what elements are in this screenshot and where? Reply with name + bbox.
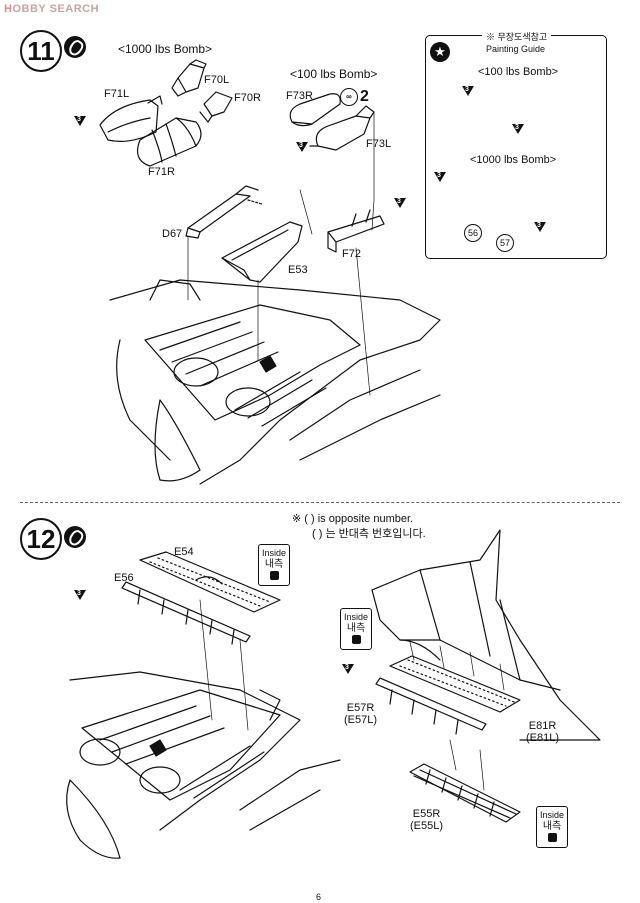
color-marker-icon: 3 <box>462 86 474 96</box>
label-e55: E55R(E55L) <box>410 808 444 832</box>
part-f70r-drawing <box>199 91 233 123</box>
part-e57r-drawing <box>375 677 487 735</box>
label-f72: F72 <box>342 248 361 260</box>
step12-right-wing-drawing <box>371 529 601 741</box>
star-icon: ★ <box>430 42 450 62</box>
inside-marker-icon <box>351 635 361 644</box>
opposite-number-note-ko: ( ) 는 반대측 번호입니다. <box>312 528 426 540</box>
part-e54-drawing <box>139 551 281 613</box>
color-marker-icon: 3 <box>296 142 308 152</box>
part-e81r-drawing <box>389 655 521 713</box>
part-e55r-drawing <box>409 763 521 823</box>
part-e56-drawing <box>121 581 251 645</box>
color-marker-icon: 3 <box>394 198 406 208</box>
label-d67: D67 <box>162 228 183 240</box>
label-f71r: F71R <box>148 166 175 178</box>
glue-icon <box>64 36 86 58</box>
painting-guide-1000lb-title: <1000 lbs Bomb> <box>470 154 557 166</box>
step11-guide-lines <box>187 111 375 396</box>
label-f73l: F73L <box>366 138 392 150</box>
step12-left-wing-drawing <box>66 671 341 859</box>
quantity-label: 2 <box>360 88 369 105</box>
step11-100lb-title: <100 lbs Bomb> <box>290 67 378 81</box>
part-f73r-drawing <box>289 93 341 127</box>
step12-right-guide-lines <box>409 641 505 791</box>
color-marker-icon: 3 <box>74 116 86 126</box>
step12-left-guide-lines <box>199 599 249 731</box>
color-marker-icon: 3 <box>512 124 524 134</box>
step-12-number: 12 <box>20 518 62 560</box>
color-code-57: 57 <box>496 234 514 252</box>
part-d67-drawing <box>185 185 263 239</box>
part-f73l-drawing <box>309 105 375 151</box>
page-number: 6 <box>316 892 322 902</box>
step-11-number: 11 <box>20 30 62 72</box>
label-e54: E54 <box>174 546 194 558</box>
duplicate-parts-icon: ∞ <box>340 88 358 106</box>
inside-marker-icon <box>547 833 557 842</box>
painting-guide-title-ko: ※ 무장도색참고 <box>482 30 552 43</box>
step11-1000lb-title: <1000 lbs Bomb> <box>118 42 213 56</box>
label-e81: E81R(E81L) <box>526 720 560 744</box>
section-divider <box>20 502 620 503</box>
color-marker-icon: 3 <box>434 172 446 182</box>
label-e53: E53 <box>288 264 308 276</box>
step11-wing-drawing <box>109 279 441 485</box>
color-marker-icon: 3 <box>74 590 86 600</box>
painting-guide-box <box>425 35 607 259</box>
watermark-logo: HOBBY SEARCH <box>4 3 100 15</box>
part-f71r-drawing <box>137 117 202 167</box>
part-f71l-drawing <box>99 95 163 142</box>
label-e57: E57R(E57L) <box>344 702 378 726</box>
opposite-number-note-en: ※ ( ) is opposite number. <box>292 513 414 525</box>
part-e53-drawing <box>221 221 303 283</box>
inside-marker-icon <box>269 571 279 580</box>
part-f72-drawing <box>327 209 385 253</box>
painting-guide-title-en: Painting Guide <box>486 44 546 54</box>
label-f70l: F70L <box>204 74 230 86</box>
label-e56: E56 <box>114 572 134 584</box>
color-marker-icon: 3 <box>342 664 354 674</box>
color-code-56: 56 <box>464 224 482 242</box>
label-f70r: F70R <box>234 92 261 104</box>
glue-icon <box>64 526 86 548</box>
painting-guide-100lb-title: <100 lbs Bomb> <box>478 66 559 78</box>
label-f73r: F73R <box>286 90 313 102</box>
label-f71l: F71L <box>104 88 130 100</box>
part-f70l-drawing <box>171 59 207 97</box>
color-marker-icon: 3 <box>534 222 546 232</box>
